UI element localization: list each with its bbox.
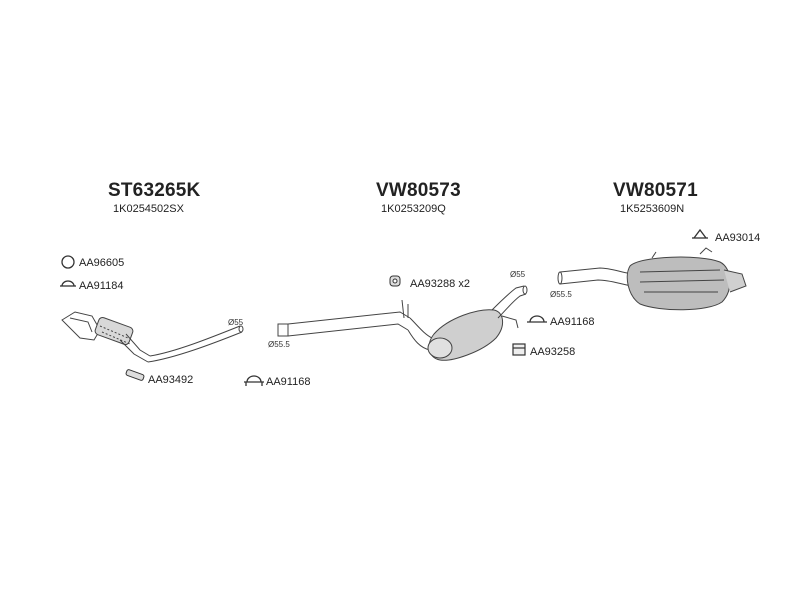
oem-number-catalyst: 1K0254502SX bbox=[113, 203, 184, 215]
clamp-icon bbox=[60, 280, 76, 287]
catalytic-converter-drawing bbox=[61, 311, 244, 363]
bracket-icon bbox=[512, 343, 526, 356]
diameter-label-2: Ø55.5 bbox=[268, 340, 290, 349]
part-label-hanger-rubber: AA93288 x2 bbox=[410, 278, 470, 290]
clamp-icon-mid bbox=[244, 375, 264, 386]
clamp-icon-rear bbox=[527, 315, 547, 323]
gasket-bolt-icon bbox=[125, 369, 145, 381]
part-label-clamp-rear: AA91168 bbox=[550, 316, 595, 328]
diameter-label-3: Ø55 bbox=[510, 270, 526, 279]
part-label-bracket: AA93258 bbox=[530, 346, 576, 358]
part-code-rear-silencer: VW80571 bbox=[613, 180, 698, 201]
rubber-hanger-icon bbox=[389, 275, 401, 287]
oem-number-rear-silencer: 1K5253609N bbox=[620, 203, 685, 215]
rear-silencer-drawing bbox=[557, 247, 747, 311]
rear-hanger-icon bbox=[692, 228, 708, 239]
part-label-clamp-front: AA91184 bbox=[79, 280, 124, 292]
part-label-hanger-rear: AA93014 bbox=[715, 232, 761, 244]
middle-silencer-drawing bbox=[427, 285, 528, 361]
part-code-middle-silencer: VW80573 bbox=[376, 180, 461, 201]
ring-gasket-icon bbox=[61, 255, 75, 269]
part-label-ring: AA96605 bbox=[79, 257, 125, 269]
part-label-gasket-bolt: AA93492 bbox=[148, 374, 194, 386]
part-code-catalyst: ST63265K bbox=[108, 180, 201, 201]
part-label-clamp-mid: AA91168 bbox=[266, 376, 311, 388]
middle-pipe-drawing bbox=[277, 299, 433, 351]
diameter-label-1: Ø55 bbox=[228, 318, 244, 327]
oem-number-middle-silencer: 1K0253209Q bbox=[381, 203, 446, 215]
diameter-label-4: Ø55.5 bbox=[550, 290, 572, 299]
